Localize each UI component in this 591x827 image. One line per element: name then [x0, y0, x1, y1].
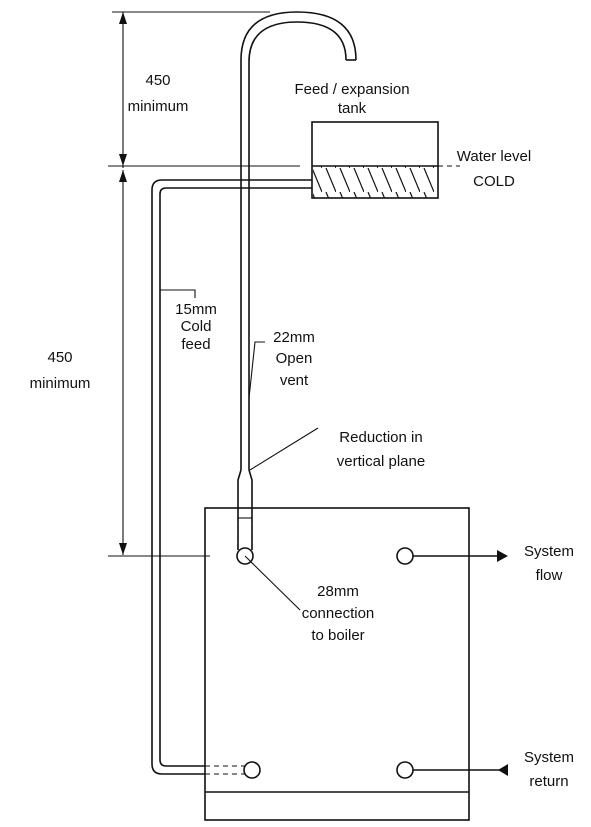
system-flow-arrow — [413, 550, 508, 562]
reduction-label-2: vertical plane — [337, 453, 425, 470]
system-return-label-1: System — [524, 749, 574, 766]
boiler-connection-cold-feed — [243, 761, 261, 779]
dim-side-unit: minimum — [30, 375, 91, 392]
dimension-top — [108, 11, 300, 168]
open-vent-label-2: Open — [276, 350, 313, 367]
cold-feed-pipe — [151, 179, 312, 775]
boiler — [204, 507, 470, 821]
expansion-tank — [311, 121, 460, 199]
boiler-connection-flow-vent — [236, 547, 254, 565]
system-flow-label-1: System — [524, 543, 574, 560]
system-return-label-2: return — [529, 773, 568, 790]
tank-label-2: tank — [338, 100, 367, 117]
boiler-connection-flow — [396, 547, 414, 565]
connection-label-2: connection — [302, 605, 375, 622]
dim-top-value: 450 — [145, 72, 170, 89]
water-level-label-2: COLD — [473, 173, 515, 190]
cold-feed-label-3: feed — [181, 336, 210, 353]
cold-feed-label-1: 15mm — [175, 301, 217, 318]
dim-side-value: 450 — [47, 349, 72, 366]
system-return-arrow — [413, 764, 508, 776]
dim-top-unit: minimum — [128, 98, 189, 115]
connection-label-1: 28mm — [317, 583, 359, 600]
connection-label-3: to boiler — [311, 627, 364, 644]
leader-lines — [160, 289, 319, 611]
reduction-label-1: Reduction in — [339, 429, 422, 446]
system-flow-label-2: flow — [536, 567, 563, 584]
open-vent-label-3: vent — [280, 372, 309, 389]
cold-feed-label-2: Cold — [181, 318, 212, 335]
water-level-label-1: Water level — [457, 148, 531, 165]
open-vent-pipe — [237, 11, 357, 550]
boiler-connection-return — [396, 761, 414, 779]
open-vent-label-1: 22mm — [273, 329, 315, 346]
dimension-side — [108, 170, 210, 557]
tank-label-1: Feed / expansion — [294, 81, 409, 98]
